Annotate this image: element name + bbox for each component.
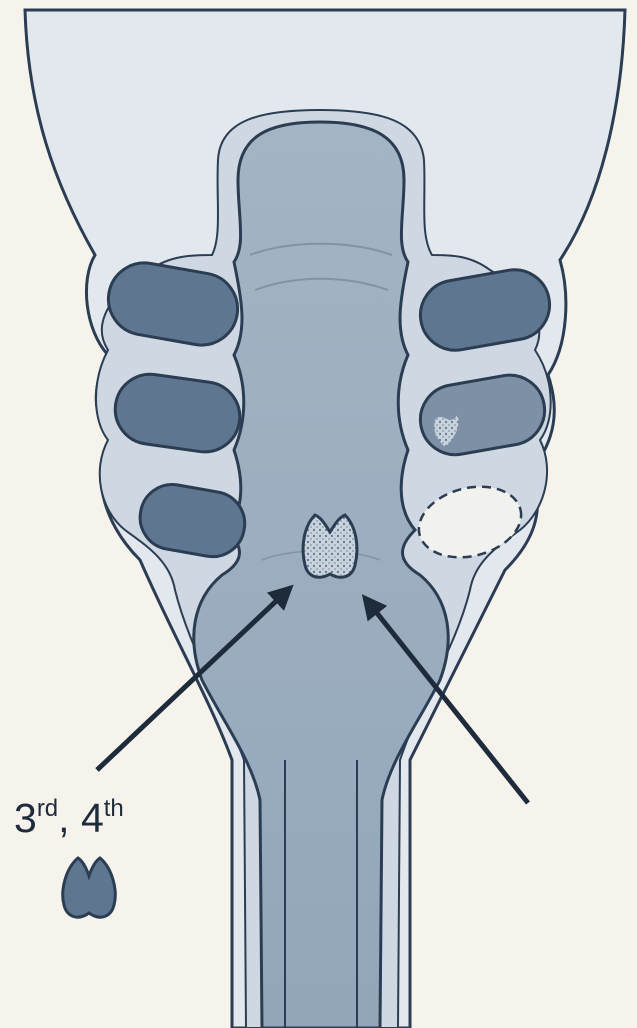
pouch-label: 3rd, 4th	[14, 795, 124, 841]
pouch-label-middle: , 4	[58, 795, 104, 841]
pouch-label-number: 3	[14, 795, 37, 841]
pouch-label-superscript-1: rd	[37, 795, 58, 822]
pouch-label-superscript-2: th	[104, 795, 124, 822]
legend-thyroid-gland-icon	[63, 858, 115, 917]
